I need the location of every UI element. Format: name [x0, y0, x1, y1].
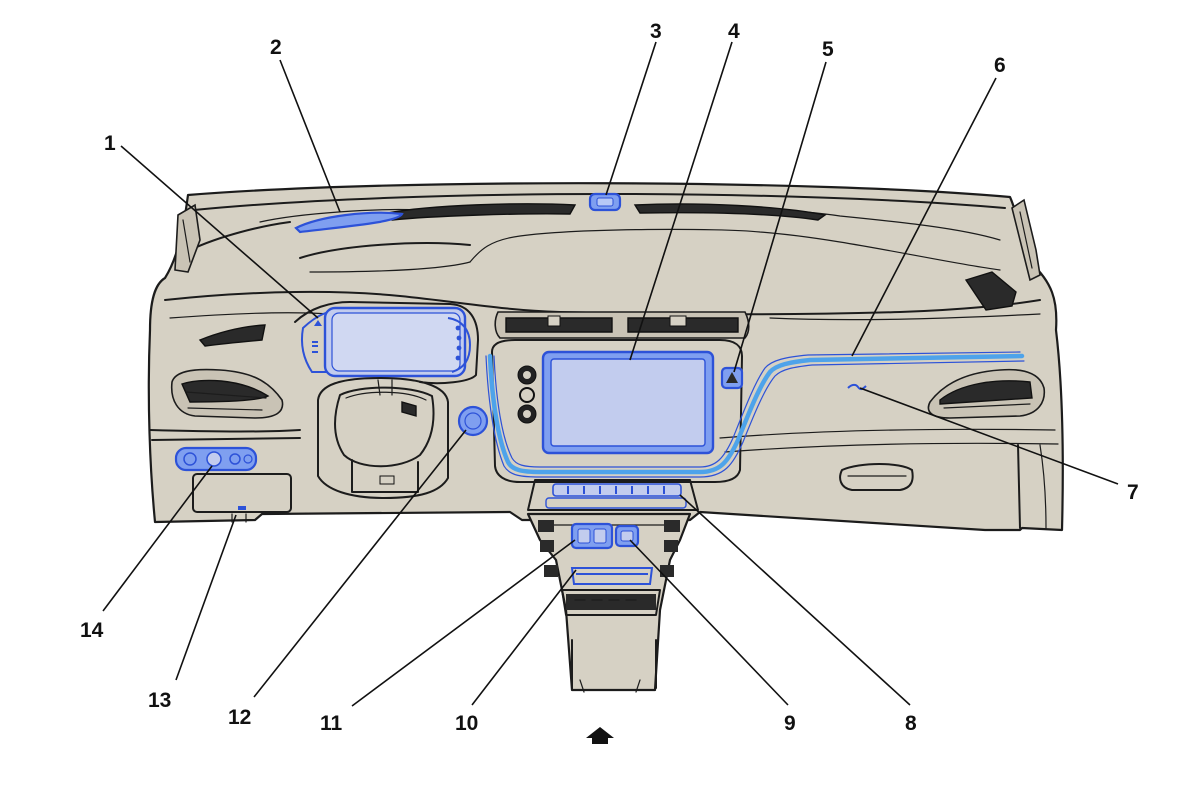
- forward-direction-arrow-icon: [586, 727, 614, 744]
- leader-4: [629, 41, 733, 361]
- right-side-air-vent: [927, 368, 1046, 419]
- center-upper-vents: [494, 311, 750, 339]
- climate-control-panel-8: [527, 479, 699, 511]
- leader-13: [175, 514, 237, 681]
- solar-sensor-2: [294, 211, 404, 234]
- leader-10: [471, 569, 577, 706]
- center-console: [526, 512, 692, 693]
- callout-7: 7: [1127, 481, 1139, 504]
- callout-2: 2: [270, 36, 282, 59]
- leader-11: [351, 539, 576, 707]
- callout-9: 9: [784, 712, 796, 735]
- hazard-button-5: [720, 366, 744, 390]
- leader-1: [120, 145, 319, 319]
- leader-14: [102, 465, 213, 612]
- right-speaker-grille: [964, 271, 1017, 311]
- callout-14: 14: [80, 619, 104, 642]
- leader-3: [605, 41, 657, 196]
- callout-10: 10: [455, 712, 478, 735]
- top-center-sensor-3: [588, 192, 622, 212]
- glovebox-handle: [839, 463, 914, 491]
- callout-12: 12: [228, 706, 251, 729]
- start-stop-button-12: [457, 405, 489, 437]
- leader-7: [859, 387, 1119, 485]
- steering-column-shroud: [317, 377, 449, 499]
- callout-4: 4: [728, 20, 740, 43]
- windshield-defrost-vents: [386, 203, 827, 221]
- touchscreen-display-4: [541, 350, 715, 455]
- leader-12: [253, 429, 467, 698]
- callout-13: 13: [148, 689, 171, 712]
- callout-6: 6: [994, 54, 1006, 77]
- callout-1: 1: [104, 132, 116, 155]
- leader-8: [679, 494, 911, 706]
- callout-11: 11: [320, 712, 343, 735]
- leader-6: [851, 77, 997, 357]
- lighting-controls-14: [174, 446, 258, 472]
- usb-port-9: [614, 524, 640, 548]
- leader-lines: [102, 41, 1119, 707]
- center-stack-bezel: [491, 339, 743, 483]
- storage-tray-10: [570, 567, 654, 585]
- left-side-air-vent: [170, 368, 284, 419]
- switch-block-11: [570, 522, 614, 550]
- callout-3: 3: [650, 20, 662, 43]
- leader-5: [733, 61, 827, 373]
- audio-knob-middle: [519, 387, 535, 403]
- callout-labels: 1 2 3 4 5 6 7 8 9 10 11 12 13 14: [80, 20, 1139, 735]
- left-upper-slats: [198, 324, 266, 347]
- instrument-cluster-1: [294, 301, 479, 385]
- callout-8: 8: [905, 712, 917, 735]
- leader-2: [279, 59, 341, 213]
- leader-9: [629, 539, 789, 706]
- start-stop-button-ring: [464, 412, 482, 430]
- callout-5: 5: [822, 38, 834, 61]
- ambient-light-strip-6: [485, 351, 1025, 478]
- lower-storage-13: [192, 473, 292, 523]
